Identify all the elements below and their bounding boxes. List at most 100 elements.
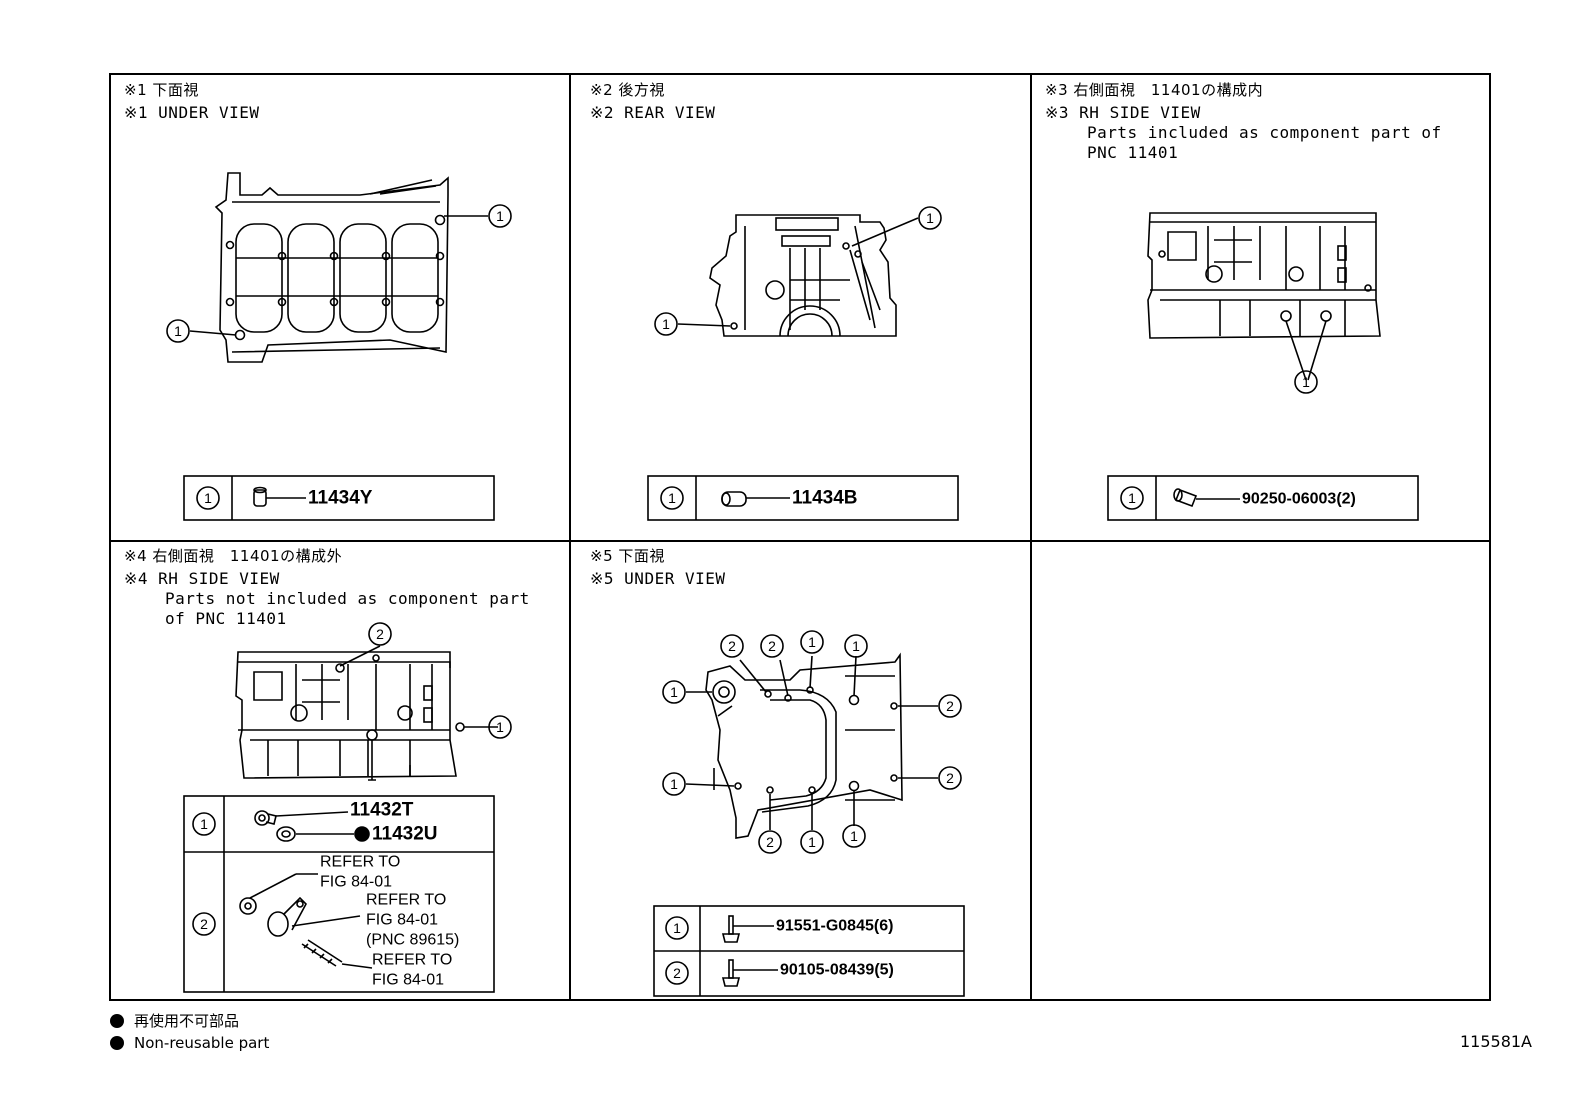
panel3-note-line2: PNC 11401 [1087, 143, 1179, 162]
callout-number: 1 [496, 208, 504, 224]
callout-number: 2 [946, 698, 954, 714]
non-reusable-bullet-icon [110, 1036, 124, 1050]
panel5-engine-block-drawing [685, 652, 938, 839]
callout-circle [938, 694, 962, 718]
panel3-engine-block-drawing [1147, 212, 1381, 381]
panel3-title-jp: ※3 右側面視 11401の構成内 [1045, 81, 1264, 99]
panel2-title-en: ※2 REAR VIEW [590, 103, 716, 122]
part-number: 11434B [792, 488, 858, 509]
table-row-number: 1 [200, 816, 208, 832]
panel5-title-en: ※5 UNDER VIEW [590, 569, 726, 588]
non-reusable-marker [354, 826, 370, 842]
panel4-parts-table [183, 795, 495, 993]
table-row-number: 2 [200, 916, 208, 932]
table-row-number: 1 [668, 490, 676, 506]
panel1-parts-table [183, 475, 495, 521]
nut-icon [239, 873, 318, 915]
callout-circle [662, 680, 686, 704]
panel4-note-line2: of PNC 11401 [165, 609, 287, 628]
divider-vertical-1 [569, 73, 571, 1001]
callout-number: 1 [670, 776, 678, 792]
callout-number: 2 [766, 834, 774, 850]
non-reusable-bullet-icon [110, 1014, 124, 1028]
reference-text: FIG 84-01 [372, 972, 444, 989]
callout-circle [662, 772, 686, 796]
panel4-title-en: ※4 RH SIDE VIEW [124, 569, 280, 588]
callout-number: 1 [852, 638, 860, 654]
legend-jp: 再使用不可部品 [110, 1010, 239, 1031]
sensor-icon [267, 896, 361, 937]
callout-number: 1 [808, 834, 816, 850]
reference-text: FIG 84-01 [366, 912, 438, 929]
callout-circle [760, 634, 784, 658]
table-row-number: 1 [204, 490, 212, 506]
plug-icon [1173, 488, 1240, 508]
panel2-title-jp: ※2 後方視 [590, 81, 665, 99]
callout-circle [654, 312, 678, 336]
plug-icon [721, 491, 790, 507]
callout-number: 1 [174, 323, 182, 339]
reference-text: REFER TO [372, 952, 452, 969]
panel3-title-en: ※3 RH SIDE VIEW [1045, 103, 1201, 122]
reference-text: REFER TO [320, 854, 400, 871]
callout-number: 2 [946, 770, 954, 786]
part-number: 90105-08439(5) [780, 962, 894, 979]
legend-en-text: Non-reusable part [134, 1034, 270, 1052]
plug-icon [253, 486, 306, 507]
callout-number: 2 [728, 638, 736, 654]
panel4-engine-block-drawing [235, 645, 498, 781]
panel5-title-jp: ※5 下面視 [590, 547, 665, 565]
panel1-title-en: ※1 UNDER VIEW [124, 103, 260, 122]
callout-circle [938, 766, 962, 790]
callout-circle [1294, 370, 1318, 394]
diagram-frame [109, 73, 1491, 1001]
callout-number: 1 [926, 210, 934, 226]
callout-number: 2 [768, 638, 776, 654]
bolt-icon [721, 915, 774, 943]
callout-number: 1 [808, 634, 816, 650]
table-row-number: 1 [1128, 490, 1136, 506]
panel2-parts-table [647, 475, 959, 521]
figure-id: 115581A [1459, 1032, 1532, 1051]
panel4-title-jp: ※4 右側面視 11401の構成外 [124, 547, 343, 565]
part-number: 11432T [350, 800, 414, 821]
panel1-title-jp: ※1 下面視 [124, 81, 199, 99]
panel2-engine-block-drawing [677, 214, 919, 337]
table-row-number: 1 [673, 920, 681, 936]
callout-circle [800, 830, 824, 854]
callout-number: 1 [670, 684, 678, 700]
callout-circle [800, 630, 824, 654]
callout-number: 1 [850, 828, 858, 844]
bolt-icon [721, 959, 778, 987]
reference-text: REFER TO [366, 892, 446, 909]
callout-number: 1 [1302, 374, 1310, 390]
callout-circle [844, 634, 868, 658]
callout-number: 1 [496, 719, 504, 735]
part-number: 11432U [372, 824, 438, 845]
panel4-note-line1: Parts not included as component part [165, 589, 530, 608]
reference-text: (PNC 89615) [366, 932, 459, 949]
gasket-icon [276, 826, 354, 842]
callout-circle [758, 830, 782, 854]
callout-circle [720, 634, 744, 658]
panel3-parts-table [1107, 475, 1419, 521]
plug-icon [254, 810, 349, 826]
callout-circle [488, 715, 512, 739]
callout-circle [368, 622, 392, 646]
divider-horizontal [109, 540, 1491, 542]
reference-text: FIG 84-01 [320, 874, 392, 891]
legend-en: Non-reusable part [110, 1034, 269, 1052]
callout-number: 2 [376, 626, 384, 642]
panel1-engine-block-drawing [189, 172, 488, 363]
callout-number: 1 [662, 316, 670, 332]
legend-jp-text: 再使用不可部品 [134, 1012, 240, 1030]
panel3-note-line1: Parts included as component part of [1087, 123, 1442, 142]
callout-circle [488, 204, 512, 228]
callout-circle [166, 319, 190, 343]
part-number: 91551-G0845(6) [776, 918, 893, 935]
table-row-number: 2 [673, 965, 681, 981]
part-number: 90250-06003(2) [1242, 491, 1356, 508]
callout-circle [918, 206, 942, 230]
part-number: 11434Y [308, 488, 373, 509]
